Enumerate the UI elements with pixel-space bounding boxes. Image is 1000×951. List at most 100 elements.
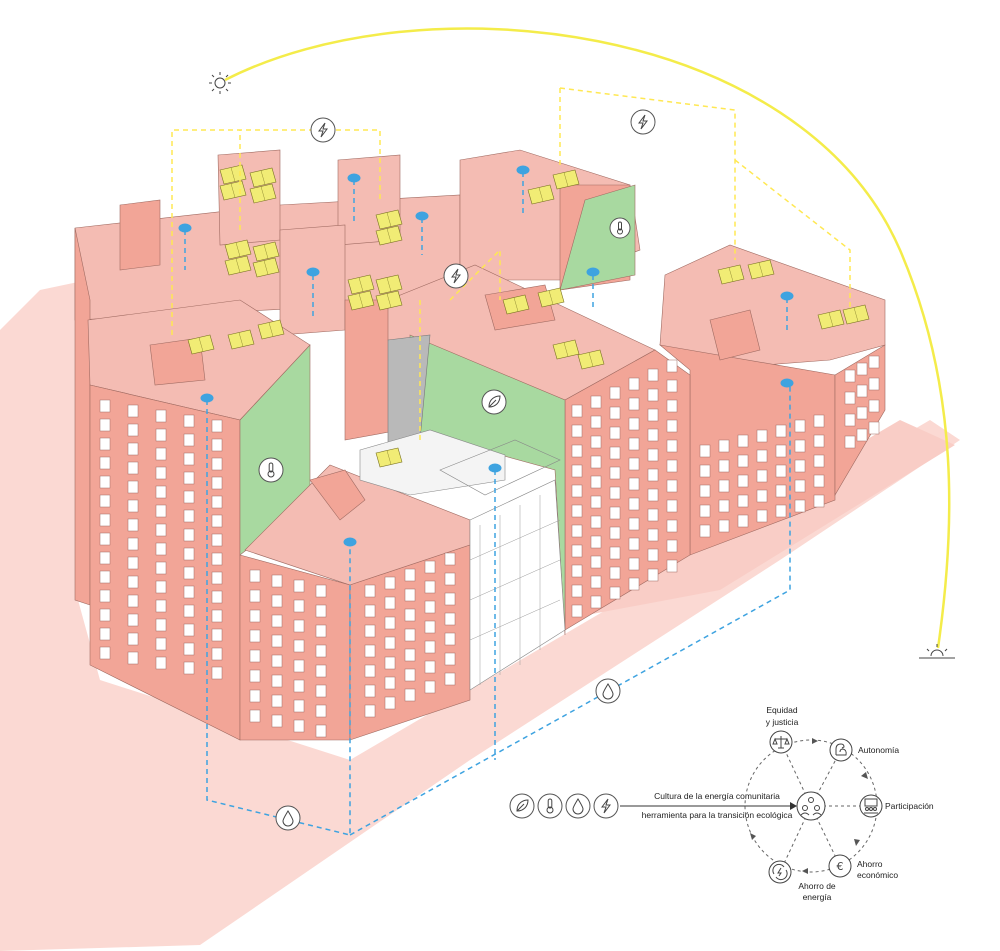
window: [293, 619, 305, 633]
thermometer-icon: [546, 798, 554, 814]
energy-callout-1: [310, 117, 336, 143]
thermometer-icon: [267, 462, 275, 478]
cycle-label-savings-2: económico: [857, 870, 898, 880]
window: [271, 654, 283, 668]
window: [249, 569, 261, 583]
window: [737, 454, 749, 468]
leaf-icon: [516, 799, 529, 812]
window: [794, 479, 806, 493]
window: [293, 699, 305, 713]
thermometer-callout-1: [258, 457, 284, 483]
window: [155, 542, 167, 556]
window: [571, 564, 583, 578]
window: [155, 637, 167, 651]
window: [183, 661, 195, 675]
window: [756, 489, 768, 503]
window: [424, 620, 436, 634]
scales-icon: [772, 736, 790, 749]
window: [271, 574, 283, 588]
leaf-callout: [481, 389, 507, 415]
meeting-icon: [864, 798, 878, 814]
window: [364, 624, 376, 638]
window: [404, 608, 416, 622]
window: [127, 461, 139, 475]
building-windows: [99, 355, 880, 738]
window: [647, 468, 659, 482]
window: [211, 666, 223, 680]
window: [211, 514, 223, 528]
window: [609, 446, 621, 460]
energy-network-lines: [171, 87, 851, 440]
window: [590, 495, 602, 509]
window: [609, 466, 621, 480]
water-point: [586, 267, 600, 277]
window: [364, 664, 376, 678]
window: [718, 459, 730, 473]
cycle-label-energy-saving-1: Ahorro de: [798, 881, 836, 891]
window: [155, 618, 167, 632]
window: [99, 399, 111, 413]
window: [127, 423, 139, 437]
window: [609, 586, 621, 600]
window: [775, 424, 787, 438]
window: [666, 459, 678, 473]
window: [868, 355, 880, 369]
window: [271, 694, 283, 708]
window: [127, 556, 139, 570]
window: [813, 474, 825, 488]
cycle-node-equity: [769, 730, 793, 754]
window: [271, 594, 283, 608]
window: [127, 442, 139, 456]
window: [647, 508, 659, 522]
window: [609, 486, 621, 500]
window: [127, 575, 139, 589]
window: [315, 584, 327, 598]
window: [571, 584, 583, 598]
window: [647, 568, 659, 582]
window: [424, 640, 436, 654]
window: [813, 494, 825, 508]
water-point: [516, 165, 530, 175]
cycle-label-equity-2: y justicia: [766, 717, 799, 727]
window: [647, 528, 659, 542]
window: [794, 439, 806, 453]
window: [424, 580, 436, 594]
window: [249, 649, 261, 663]
arm-icon: [835, 743, 847, 756]
water-point: [415, 211, 429, 221]
right-block: [658, 244, 886, 556]
window: [699, 524, 711, 538]
window: [404, 668, 416, 682]
water-point: [306, 267, 320, 277]
window: [99, 627, 111, 641]
window: [647, 428, 659, 442]
window: [775, 464, 787, 478]
legend-icon-water: [565, 793, 591, 819]
legend-icon-leaf: [509, 793, 535, 819]
window: [571, 504, 583, 518]
energy-cycle-icon: [772, 863, 788, 881]
window: [699, 484, 711, 498]
window: [211, 628, 223, 642]
window: [666, 379, 678, 393]
cycle-label-participation: Participación: [885, 801, 934, 811]
window: [384, 616, 396, 630]
window: [699, 464, 711, 478]
window: [856, 406, 868, 420]
window: [211, 419, 223, 433]
lightning-icon: [318, 122, 328, 138]
window: [384, 596, 396, 610]
window: [756, 429, 768, 443]
water-callout-1: [595, 678, 621, 704]
thermometer-icon: [617, 221, 623, 235]
window: [868, 399, 880, 413]
window: [699, 504, 711, 518]
window: [211, 438, 223, 452]
window: [384, 656, 396, 670]
window: [424, 660, 436, 674]
window: [666, 399, 678, 413]
window: [775, 504, 787, 518]
window: [249, 589, 261, 603]
window: [609, 386, 621, 400]
